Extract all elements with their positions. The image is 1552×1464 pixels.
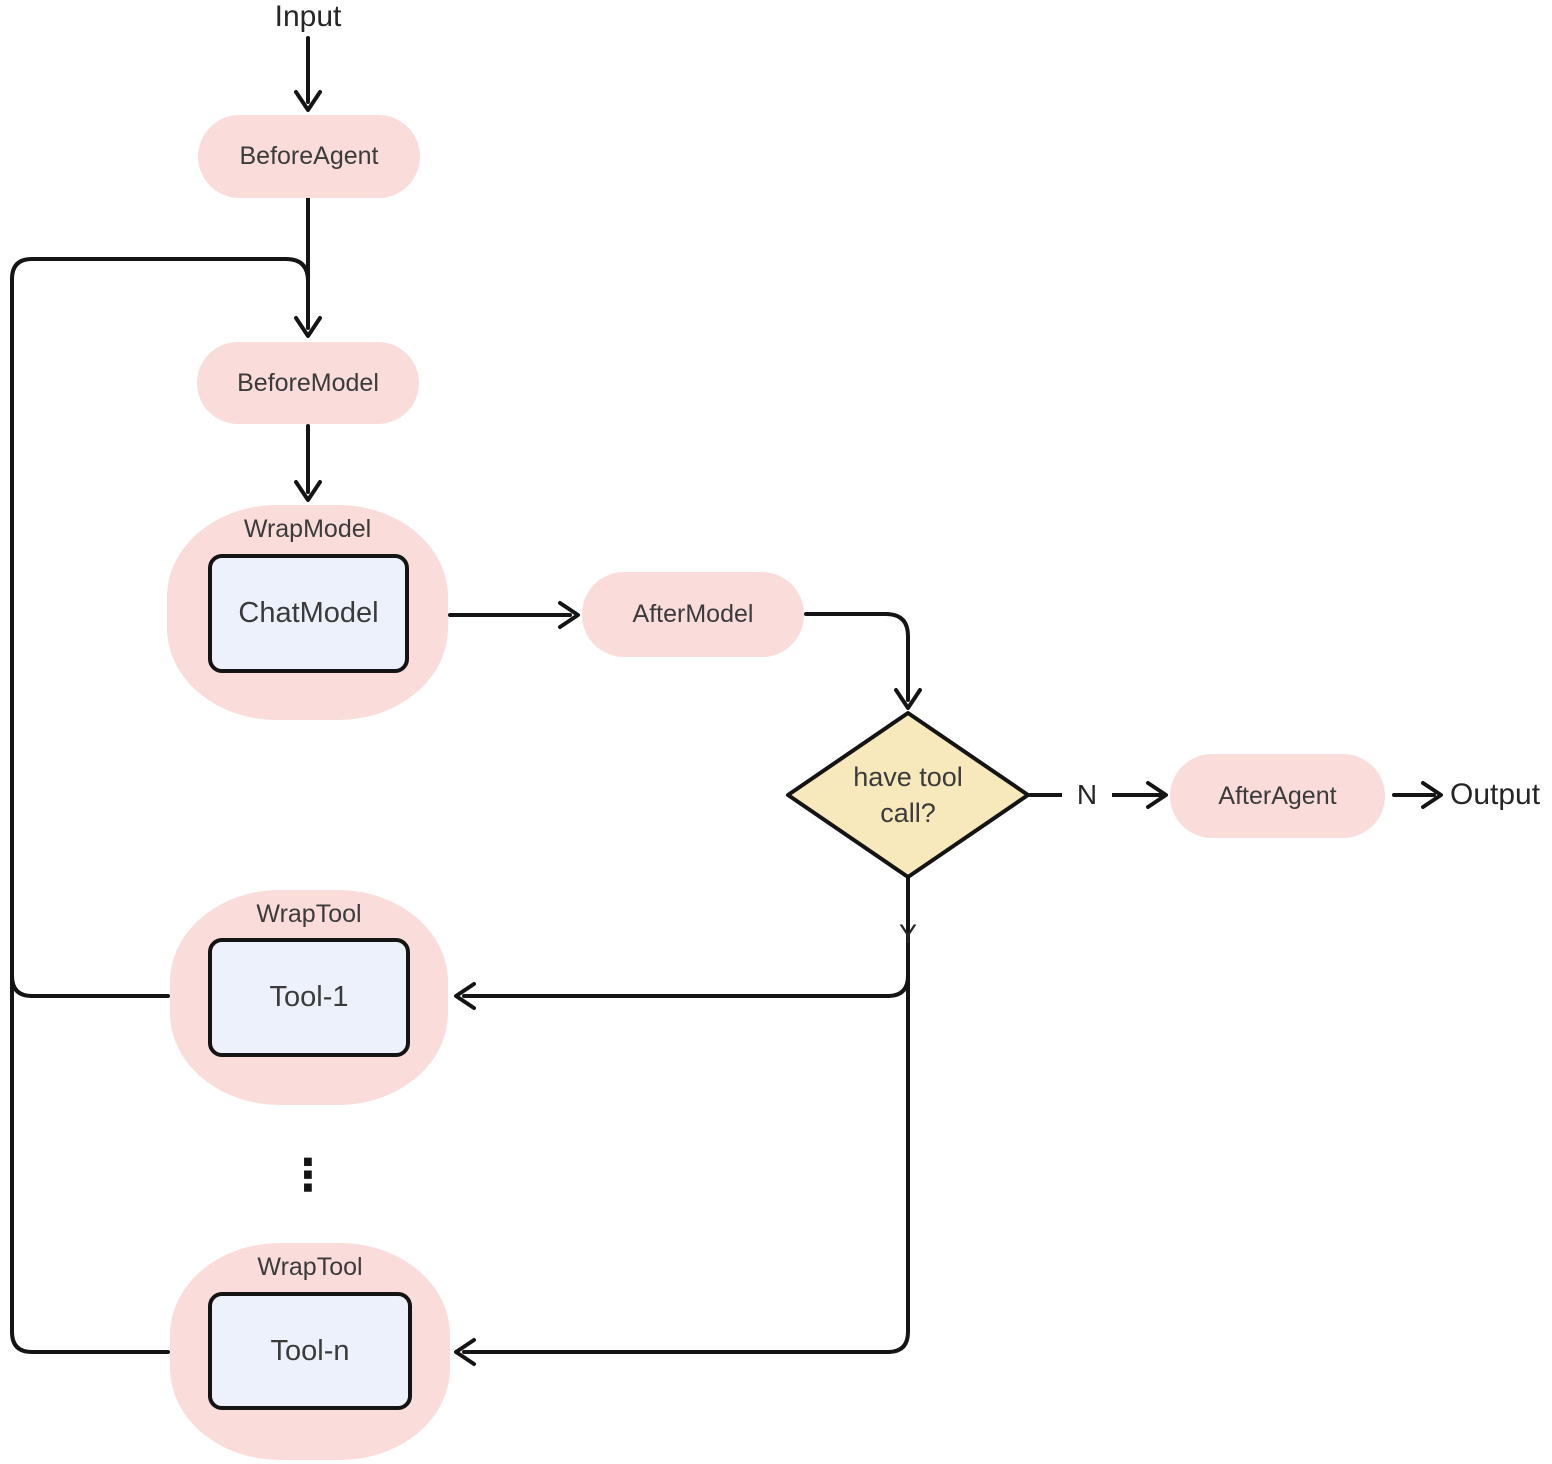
wrap-model-label: WrapModel: [243, 515, 372, 543]
arrowhead-beforemodel: [294, 316, 322, 338]
arrowhead-afteragent: [1146, 781, 1168, 809]
edge-label-no: N: [1062, 775, 1112, 815]
node-chat-model: ChatModel: [208, 554, 409, 673]
edge-tooln-loop: [10, 257, 310, 1354]
input-label: Input: [274, 0, 342, 33]
node-after-model: AfterModel: [582, 572, 804, 657]
wrap-tool-1-label: WrapTool: [256, 900, 362, 928]
node-tool-n: Tool-n: [208, 1292, 412, 1410]
node-before-agent: BeforeAgent: [198, 115, 420, 198]
arrowhead-decision: [894, 688, 922, 710]
decision-label: have tool call?: [853, 761, 963, 828]
arrowhead-aftermodel: [558, 601, 580, 629]
arrowhead-beforeagent: [294, 90, 322, 112]
edge-decision-tooln: [462, 876, 910, 1354]
node-tool-1: Tool-1: [208, 938, 410, 1057]
edge-aftermodel-decision: [804, 612, 910, 702]
node-after-agent: AfterAgent: [1170, 754, 1385, 838]
node-before-model: BeforeModel: [197, 342, 419, 424]
arrowhead-tool1: [454, 982, 476, 1010]
decision-diamond-shape: [786, 711, 1030, 879]
tools-ellipsis: ⋮: [286, 1149, 330, 1201]
arrowhead-output: [1421, 781, 1443, 809]
arrowhead-wrapmodel: [294, 480, 322, 502]
arrowhead-tooln: [454, 1338, 476, 1366]
edge-decision-tool1: [462, 974, 910, 998]
wrap-tool-n-label: WrapTool: [257, 1253, 363, 1281]
edge-label-yes: Y: [898, 918, 917, 949]
output-label: Output: [1450, 778, 1541, 811]
edge-tool1-loop: [10, 954, 170, 998]
